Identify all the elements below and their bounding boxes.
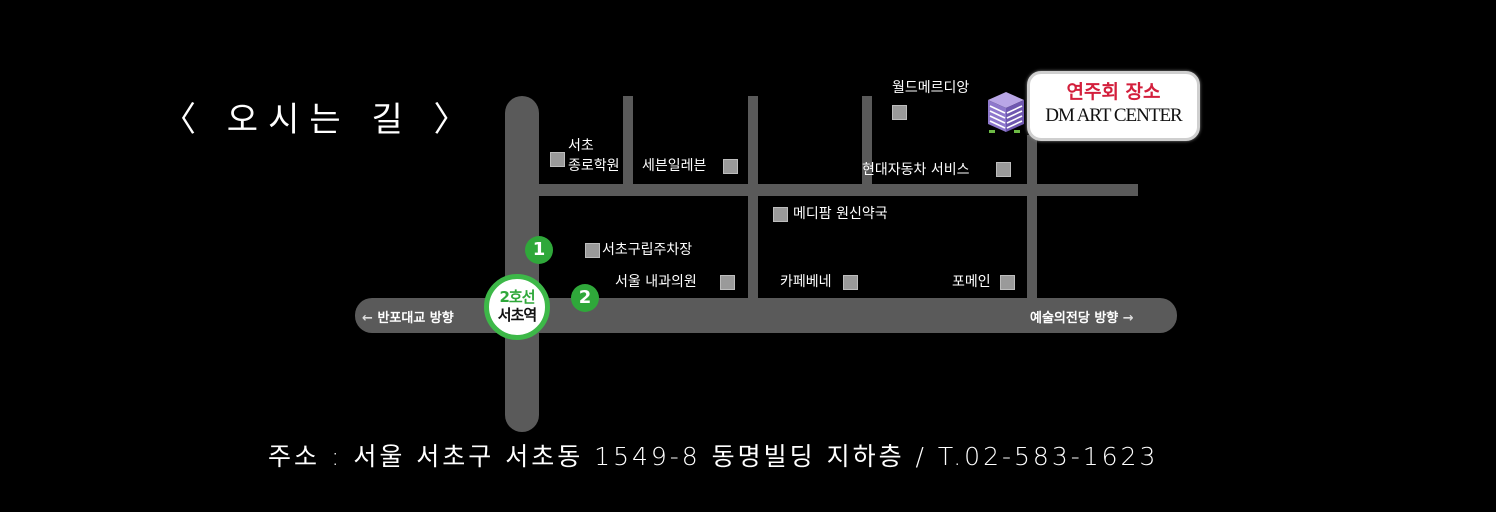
main-vertical-road [505, 96, 539, 432]
venue-name-ko: 연주회 장소 [1066, 81, 1161, 103]
direction-right: 예술의전당 방향 → [1030, 307, 1134, 326]
direction-left-label: 반포대교 방향 [377, 311, 454, 326]
arrow-right-icon: → [1122, 311, 1134, 326]
page-title: 〈 오시는 길 〉 [162, 100, 478, 140]
landmark-marker-icon [723, 159, 738, 174]
upper-horizontal-road [538, 184, 1138, 196]
station-name: 서초역 [497, 306, 537, 324]
landmark-world-meridian: 월드메르디앙 [892, 80, 970, 96]
direction-right-label: 예술의전당 방향 [1030, 311, 1119, 326]
landmark-marker-icon [585, 243, 600, 258]
exit-2-badge: 2 [571, 284, 599, 312]
station-line: 2호선 [499, 288, 535, 306]
station-badge: 2호선 서초역 [484, 274, 550, 340]
landmark-marker-icon [773, 207, 788, 222]
venue-callout: 연주회 장소 DM ART CENTER [1027, 71, 1200, 141]
landmark-hyundai-service: 현대자동차 서비스 [862, 162, 970, 178]
side-road-3 [862, 96, 872, 184]
side-road-4 [1027, 135, 1037, 298]
landmark-marker-icon [892, 105, 907, 120]
venue-name-en: DM ART CENTER [1045, 105, 1182, 126]
landmark-medipharm: 메디팜 원신약국 [793, 206, 888, 222]
landmark-caffe-bene: 카페베네 [780, 274, 832, 290]
landmark-seocho-academy-line1: 서초 [568, 138, 594, 154]
landmark-marker-icon [1000, 275, 1015, 290]
direction-left: ← 반포대교 방향 [362, 307, 454, 326]
landmark-seocho-academy-line2: 종로학원 [568, 158, 620, 174]
landmark-marker-icon [996, 162, 1011, 177]
landmark-pomein: 포메인 [952, 274, 991, 290]
landmark-marker-icon [843, 275, 858, 290]
side-road-1 [623, 96, 633, 184]
landmark-marker-icon [550, 152, 565, 167]
landmark-seoul-clinic: 서울 내과의원 [615, 274, 697, 290]
exit-1-badge: 1 [525, 236, 553, 264]
address-text: 주소 : 서울 서초구 서초동 1549-8 동명빌딩 지하층 / T.02-5… [268, 442, 1159, 471]
landmark-seocho-parking: 서초구립주차장 [602, 242, 693, 258]
side-road-2 [748, 96, 758, 298]
arrow-left-icon: ← [362, 311, 373, 326]
building-icon [986, 90, 1026, 136]
landmark-seven-eleven: 세븐일레븐 [642, 158, 707, 174]
landmark-marker-icon [720, 275, 735, 290]
